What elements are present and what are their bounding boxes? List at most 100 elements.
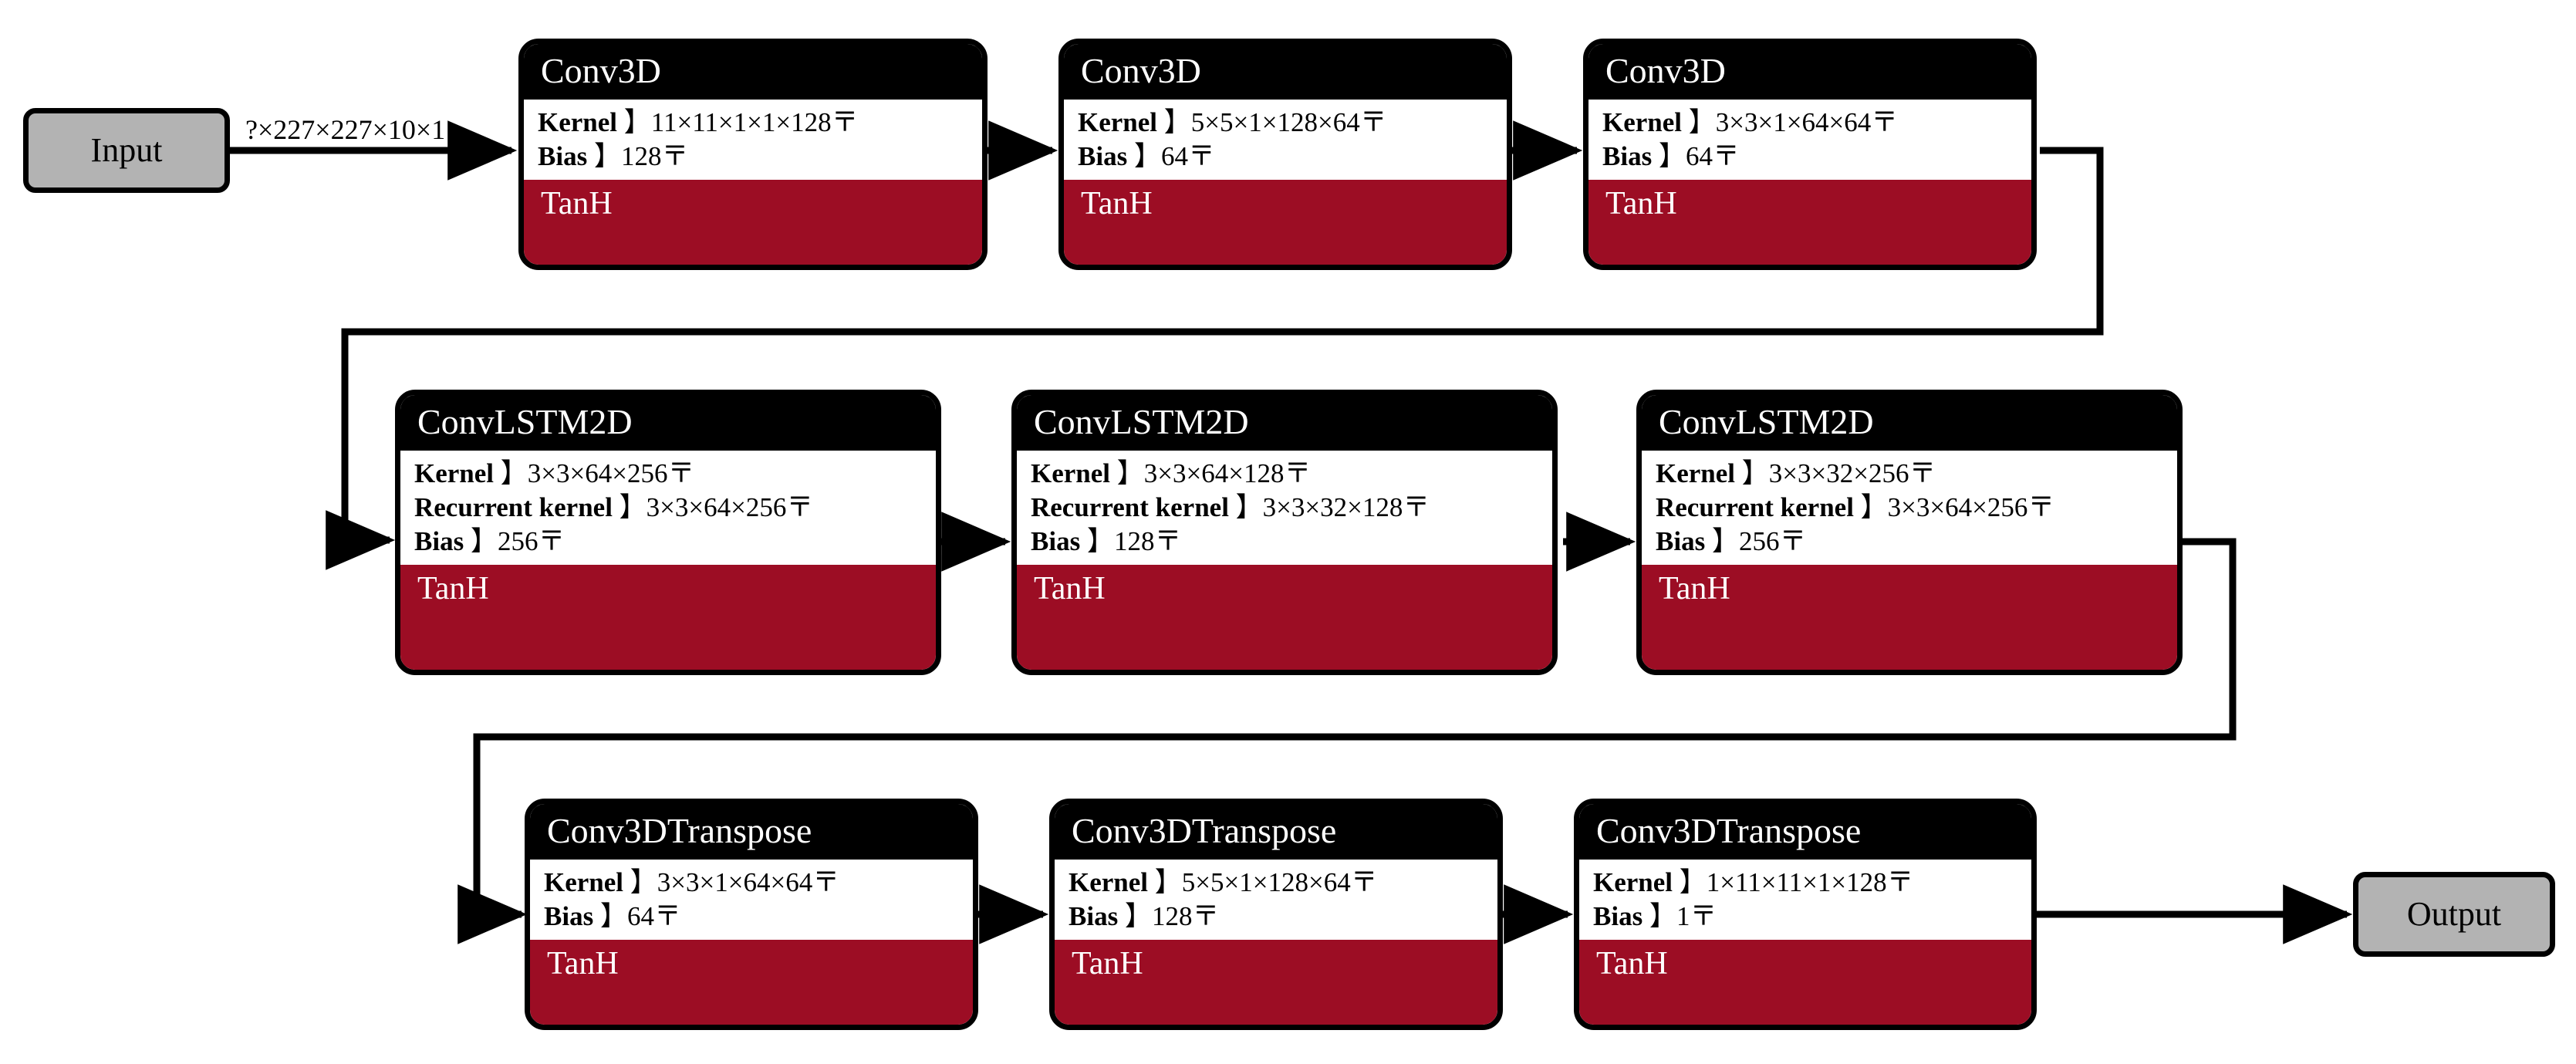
param-name: Kernel: [1593, 867, 1673, 897]
param-row: Bias 】128〒: [1031, 525, 1552, 559]
param-shape: 】64〒: [1658, 141, 1740, 172]
output-node-label: Output: [2406, 895, 2502, 933]
layer-params: Kernel 】5×5×1×128×64〒 Bias 】64〒: [1064, 100, 1507, 181]
param-row: Kernel 】1×11×11×1×128〒: [1593, 866, 2031, 900]
param-row: Bias 】256〒: [414, 525, 936, 559]
layer-node-conv3dtranspose-3[interactable]: Conv3DTranspose Kernel 】1×11×11×1×128〒 B…: [1574, 799, 2037, 1030]
layer-node-conv3dtranspose-2[interactable]: Conv3DTranspose Kernel 】5×5×1×128×64〒 Bi…: [1049, 799, 1503, 1030]
layer-node-conv3d-3[interactable]: Conv3D Kernel 】3×3×1×64×64〒 Bias 】64〒 Ta…: [1583, 39, 2037, 270]
activation-label: TanH: [400, 565, 936, 670]
layer-title: Conv3D: [524, 44, 982, 100]
layer-node-convlstm2d-3[interactable]: ConvLSTM2D Kernel 】3×3×32×256〒 Recurrent…: [1636, 390, 2183, 675]
param-name: Recurrent kernel: [1656, 492, 1854, 523]
param-row: Recurrent kernel 】3×3×64×256〒: [1656, 491, 2177, 525]
layer-params: Kernel 】3×3×1×64×64〒 Bias 】64〒: [530, 860, 973, 941]
param-shape: 】256〒: [470, 526, 566, 557]
param-row: Kernel 】3×3×64×128〒: [1031, 457, 1552, 491]
wire-row1-to-row2: [326, 147, 2104, 570]
param-shape: 】128〒: [1086, 526, 1182, 557]
layer-title: Conv3DTranspose: [1055, 804, 1497, 860]
param-row: Recurrent kernel 】3×3×32×128〒: [1031, 491, 1552, 525]
activation-label: TanH: [1588, 180, 2031, 265]
param-shape: 】3×3×1×64×64〒: [1688, 107, 1899, 137]
param-name: Bias: [414, 526, 464, 557]
param-name: Kernel: [1656, 458, 1736, 488]
param-name: Bias: [1031, 526, 1081, 557]
param-row: Bias 】256〒: [1656, 525, 2177, 559]
edge-label-input-shape: ?×227×227×10×1: [245, 114, 446, 145]
layer-title: Conv3DTranspose: [1579, 804, 2031, 860]
param-shape: 】5×5×1×128×64〒: [1154, 867, 1378, 897]
param-name: Kernel: [1078, 107, 1158, 137]
param-shape: 】5×5×1×128×64〒: [1163, 107, 1387, 137]
input-node[interactable]: Input: [23, 108, 230, 193]
param-shape: 】1〒: [1649, 901, 1717, 932]
layer-params: Kernel 】5×5×1×128×64〒 Bias 】128〒: [1055, 860, 1497, 941]
param-name: Bias: [1602, 141, 1653, 172]
layer-title: Conv3D: [1064, 44, 1507, 100]
param-row: Kernel 】5×5×1×128×64〒: [1069, 866, 1497, 900]
param-row: Kernel 】5×5×1×128×64〒: [1078, 106, 1507, 140]
layer-title: ConvLSTM2D: [1642, 395, 2177, 451]
input-node-label: Input: [90, 131, 163, 169]
param-name: Bias: [538, 141, 588, 172]
param-shape: 】3×3×64×128〒: [1116, 458, 1312, 488]
layer-params: Kernel 】3×3×64×128〒 Recurrent kernel 】3×…: [1017, 451, 1552, 566]
activation-label: TanH: [1064, 180, 1507, 265]
param-name: Bias: [1593, 901, 1643, 932]
layer-node-convlstm2d-2[interactable]: ConvLSTM2D Kernel 】3×3×64×128〒 Recurrent…: [1011, 390, 1558, 675]
param-shape: 】3×3×64×256〒: [500, 458, 695, 488]
layer-params: Kernel 】11×11×1×1×128〒 Bias 】128〒: [524, 100, 982, 181]
param-row: Bias 】64〒: [1078, 140, 1507, 174]
layer-params: Kernel 】3×3×32×256〒 Recurrent kernel 】3×…: [1642, 451, 2177, 566]
layer-title: Conv3D: [1588, 44, 2031, 100]
layer-node-conv3dtranspose-1[interactable]: Conv3DTranspose Kernel 】3×3×1×64×64〒 Bia…: [525, 799, 978, 1030]
param-shape: 】128〒: [1124, 901, 1220, 932]
param-row: Bias 】128〒: [538, 140, 982, 174]
param-name: Bias: [1656, 526, 1706, 557]
param-name: Kernel: [1069, 867, 1149, 897]
layer-node-convlstm2d-1[interactable]: ConvLSTM2D Kernel 】3×3×64×256〒 Recurrent…: [395, 390, 941, 675]
param-shape: 】3×3×64×256〒: [619, 492, 814, 523]
param-shape: 】64〒: [1133, 141, 1215, 172]
activation-label: TanH: [1017, 565, 1552, 670]
param-shape: 】128〒: [593, 141, 689, 172]
param-name: Kernel: [414, 458, 495, 488]
param-shape: 】64〒: [599, 901, 681, 932]
param-name: Recurrent kernel: [414, 492, 613, 523]
param-name: Kernel: [1602, 107, 1683, 137]
wire-row2-to-row3: [457, 538, 2237, 944]
param-row: Recurrent kernel 】3×3×64×256〒: [414, 491, 936, 525]
layer-title: ConvLSTM2D: [1017, 395, 1552, 451]
param-name: Kernel: [1031, 458, 1111, 488]
param-row: Kernel 】11×11×1×1×128〒: [538, 106, 982, 140]
param-shape: 】3×3×32×128〒: [1235, 492, 1430, 523]
param-name: Kernel: [538, 107, 618, 137]
param-shape: 】3×3×1×64×64〒: [630, 867, 840, 897]
param-shape: 】11×11×1×1×128〒: [623, 107, 859, 137]
param-name: Bias: [544, 901, 594, 932]
output-node[interactable]: Output: [2353, 872, 2555, 957]
param-shape: 】3×3×64×256〒: [1860, 492, 2055, 523]
layer-node-conv3d-2[interactable]: Conv3D Kernel 】5×5×1×128×64〒 Bias 】64〒 T…: [1058, 39, 1512, 270]
param-row: Bias 】64〒: [544, 900, 973, 934]
layer-node-conv3d-1[interactable]: Conv3D Kernel 】11×11×1×1×128〒 Bias 】128〒…: [518, 39, 988, 270]
param-shape: 】256〒: [1711, 526, 1807, 557]
param-row: Kernel 】3×3×64×256〒: [414, 457, 936, 491]
param-name: Recurrent kernel: [1031, 492, 1229, 523]
layer-title: ConvLSTM2D: [400, 395, 936, 451]
activation-label: TanH: [1642, 565, 2177, 670]
param-row: Bias 】1〒: [1593, 900, 2031, 934]
param-shape: 】1×11×11×1×128〒: [1679, 867, 1914, 897]
activation-label: TanH: [1055, 940, 1497, 1025]
param-row: Kernel 】3×3×1×64×64〒: [1602, 106, 2031, 140]
param-row: Kernel 】3×3×32×256〒: [1656, 457, 2177, 491]
param-row: Kernel 】3×3×1×64×64〒: [544, 866, 973, 900]
activation-label: TanH: [524, 180, 982, 265]
param-row: Bias 】128〒: [1069, 900, 1497, 934]
activation-label: TanH: [1579, 940, 2031, 1025]
layer-params: Kernel 】1×11×11×1×128〒 Bias 】1〒: [1579, 860, 2031, 941]
param-name: Kernel: [544, 867, 624, 897]
